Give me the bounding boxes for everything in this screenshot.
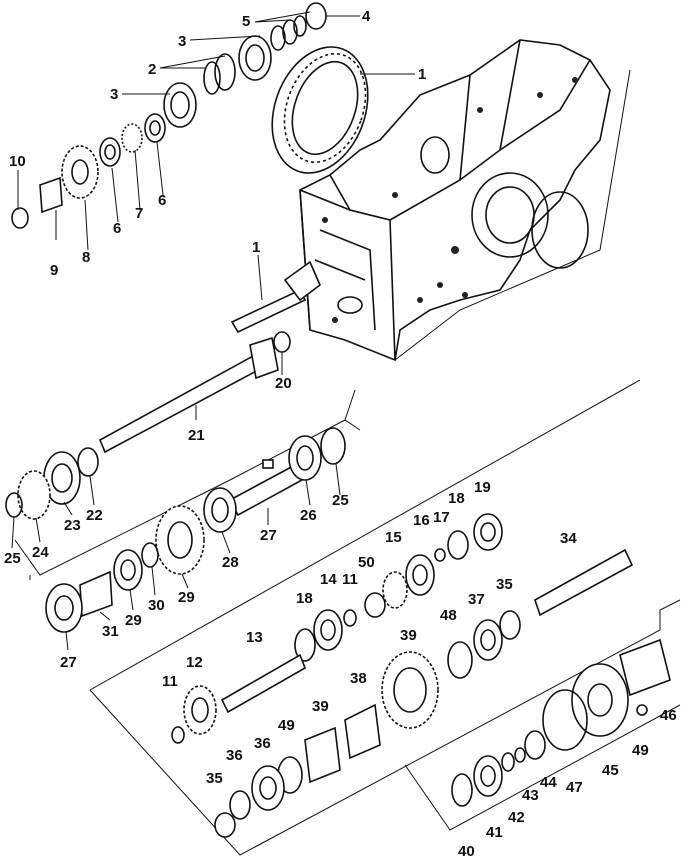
callout-23: 23 (64, 517, 81, 534)
callout-41: 40 (458, 843, 475, 860)
output-shaft-lower-parts (214, 703, 381, 838)
counter-gear-set (45, 505, 205, 633)
leader-lines (11, 11, 415, 651)
callout-16: 16 (413, 512, 430, 529)
callout-35-lower: 36 (226, 747, 243, 764)
callout-22: 22 (86, 507, 103, 524)
callout-28: 27 (260, 527, 277, 544)
callout-50: 50 (358, 554, 375, 571)
callout-9: 9 (50, 262, 58, 279)
callout-43: 42 (508, 809, 525, 826)
callout-40: 39 (312, 698, 329, 715)
callout-11-upper: 11 (342, 571, 358, 588)
pinion-shaft-parts (11, 113, 166, 229)
callout-48: 47 (566, 779, 583, 796)
callout-36-upper: 37 (468, 591, 485, 608)
callout-14: 14 (320, 571, 337, 588)
callout-3-top: 3 (178, 33, 186, 50)
callout-3-mid: 3 (110, 86, 118, 103)
transmission-housing (299, 39, 611, 362)
callout-1-ring: 1 (418, 66, 426, 83)
callout-15: 15 (385, 529, 402, 546)
callout-27-lower: 27 (60, 654, 77, 671)
callout-20: 20 (275, 375, 292, 392)
callout-32: 31 (102, 623, 119, 640)
callout-26: 25 (332, 492, 349, 509)
callout-35-upper: 35 (496, 576, 513, 593)
callout-31: 30 (148, 597, 165, 614)
assembly-boundary-line (29, 69, 641, 691)
callout-21: 21 (188, 427, 205, 444)
callout-42: 41 (486, 824, 503, 841)
callout-labels: 4 5 3 2 3 1 10 6 7 6 8 9 1 20 21 19 18 1… (4, 8, 677, 860)
callout-13: 13 (246, 629, 263, 646)
pinion-shaft (230, 260, 321, 334)
callout-25: 25 (4, 550, 21, 567)
callout-44: 43 (522, 787, 539, 804)
callout-39-lower: 49 (278, 717, 295, 734)
output-shaft (381, 548, 634, 729)
callout-8: 8 (82, 249, 90, 266)
callout-19: 19 (474, 479, 491, 496)
assembly-boundary-line-3 (89, 599, 681, 856)
assembly-boundary-line-2 (14, 389, 361, 576)
callout-29-lower: 29 (125, 612, 142, 629)
left-gear-cluster (5, 447, 99, 520)
callout-49: 49 (632, 742, 649, 759)
callout-38: 39 (400, 627, 417, 644)
input-shaft (98, 331, 291, 454)
callout-2: 2 (148, 61, 156, 78)
callout-36-lower: 36 (254, 735, 271, 752)
ring-gear (271, 46, 369, 174)
callout-12: 12 (186, 654, 203, 671)
callout-33: 34 (560, 530, 577, 547)
callout-6-b: 6 (113, 220, 121, 237)
assembly-boundary-line-4 (404, 704, 681, 831)
callout-17: 17 (433, 509, 450, 526)
mainshaft (171, 653, 306, 744)
callout-5: 5 (242, 13, 250, 30)
mainshaft-front-parts (294, 513, 503, 662)
callout-39-upper: 48 (440, 607, 457, 624)
callout-47: 46 (660, 707, 677, 724)
callout-4: 4 (362, 8, 371, 25)
callout-34: 35 (206, 770, 223, 787)
callout-7: 7 (135, 205, 143, 222)
pto-housing-parts (451, 638, 671, 807)
callout-37: 38 (350, 670, 367, 687)
callout-6-a: 6 (158, 192, 166, 209)
callout-1-pinion: 1 (252, 239, 260, 256)
top-bearing-stack (163, 2, 327, 128)
callout-29-upper: 28 (222, 554, 239, 571)
callout-46: 45 (602, 762, 619, 779)
callout-45: 44 (540, 774, 557, 791)
callout-11-lower: 11 (162, 673, 178, 690)
callout-27-upper: 26 (300, 507, 317, 524)
callout-18-upper: 18 (448, 490, 465, 507)
callout-24: 24 (32, 544, 49, 561)
callout-30: 29 (178, 589, 195, 606)
countershaft (203, 427, 346, 533)
callout-10: 10 (9, 153, 26, 170)
callout-18-lower: 18 (296, 590, 313, 607)
